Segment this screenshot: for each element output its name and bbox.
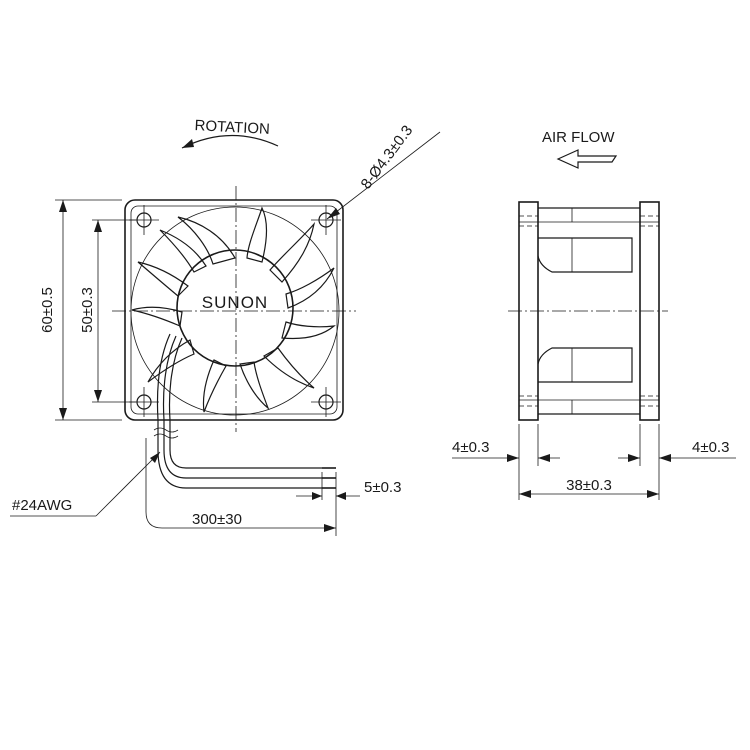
fan-housing-outline: [124, 199, 344, 421]
side-view: AIR FLOW: [452, 129, 736, 500]
airflow-arrow: [556, 149, 618, 169]
depth-dimension: 38±0.3: [519, 477, 659, 498]
hole-pitch-dimension: 50±0.3: [79, 219, 136, 403]
strip-length-label: 5±0.3: [364, 479, 401, 496]
right-flange-label: 4±0.3: [692, 439, 729, 456]
wire-gauge-callout: #24AWG: [10, 451, 161, 517]
outer-dimension-label: 60±0.5: [39, 287, 56, 333]
right-flange-dimension: 4±0.3: [618, 439, 736, 462]
lead-length-label: 300±30: [192, 511, 242, 528]
rotation-arrow: ROTATION: [181, 117, 279, 149]
brand-logo: SUNON: [202, 293, 268, 312]
left-flange-label: 4±0.3: [452, 439, 489, 456]
lead-length-dimension: 300±30: [145, 438, 336, 532]
hole-callout: 8-Ø4.3±0.3: [326, 122, 441, 220]
outer-dimension: 60±0.5: [39, 199, 122, 421]
left-flange-dimension: 4±0.3: [452, 439, 560, 462]
upper-strut: [537, 237, 633, 273]
wire-gauge-label: #24AWG: [12, 497, 72, 514]
depth-label: 38±0.3: [566, 477, 612, 494]
strip-dimension: 5±0.3: [296, 472, 401, 536]
airflow-label: AIR FLOW: [542, 129, 615, 146]
rotation-label: ROTATION: [194, 117, 270, 138]
hole-pitch-label: 50±0.3: [79, 287, 96, 333]
fan-blades: [131, 206, 336, 413]
lead-wires: [153, 333, 336, 489]
fan-hub: [176, 249, 294, 367]
front-view: SUNON ROTATION 8-Ø4.3±0.3: [10, 117, 441, 536]
lower-strut: [537, 347, 633, 383]
